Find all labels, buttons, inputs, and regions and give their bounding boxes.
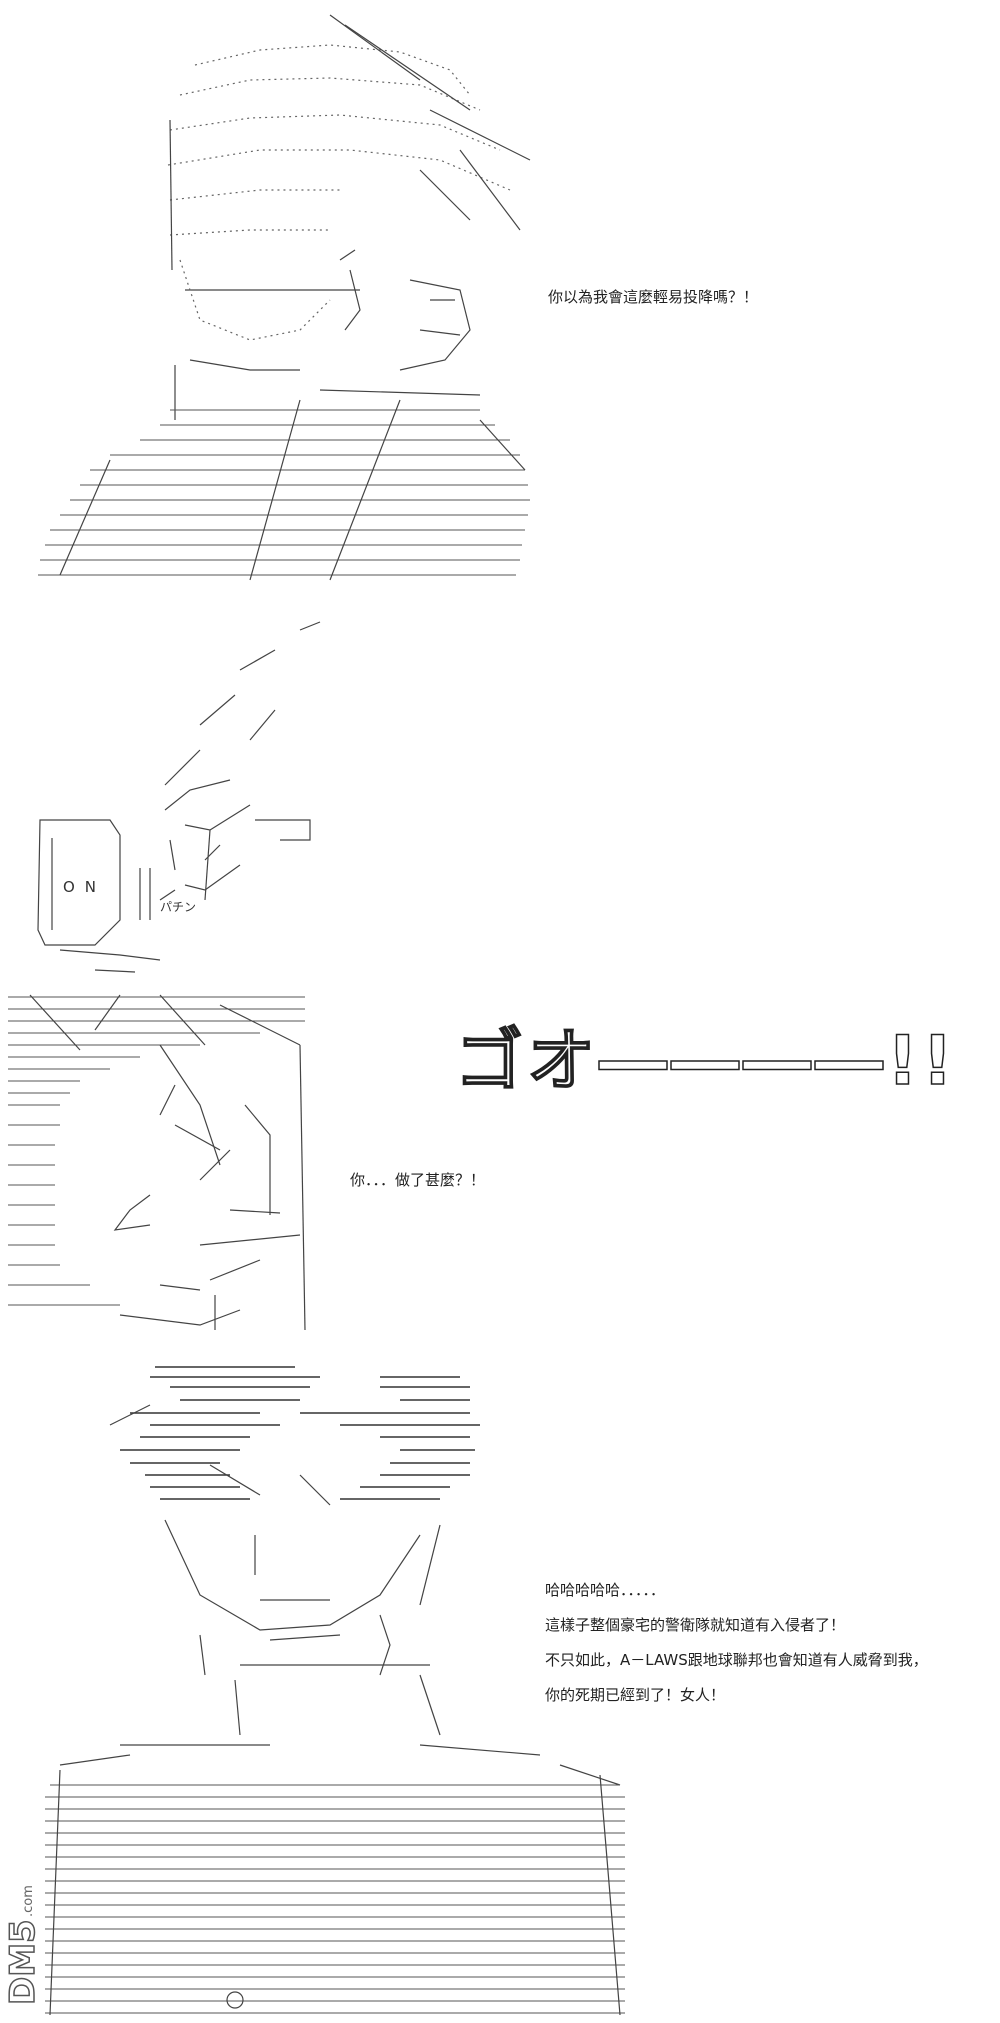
dialogue-line: 不只如此，A－LAWS跟地球聯邦也會知道有人威脅到我， [545,1651,928,1669]
dm5-watermark-logo: DM5 .com [2,1865,44,2015]
dialogue-line: 你的死期已經到了！女人！ [545,1686,726,1704]
panel-2: ON パチン [0,600,1000,980]
watermark-suffix-text: .com [21,1885,36,1917]
dialogue-line: 這樣子整個豪宅的警衛隊就知道有入侵者了！ [545,1616,846,1634]
panel-4: 哈哈哈哈哈．．．．． 這樣子整個豪宅的警衛隊就知道有入侵者了！ 不只如此，A－L… [0,1345,1000,2023]
panel-1: 你以為我會這麼輕易投降嗎？！ [0,0,1000,590]
dialogue-line: 你以為我會這麼輕易投降嗎？！ [548,288,759,306]
panel-3: ゴオ――――!! 你．．．做了甚麼？！ [0,985,1000,1340]
ascii-art-laughing-man [45,1366,625,2016]
ascii-art-man-thinking [38,14,531,581]
watermark-logo-text: DM5 [4,1919,43,2005]
ascii-art-hand-switch [37,621,321,973]
ascii-art-alarmed-face [8,994,306,1331]
dialogue-line: 哈哈哈哈哈．．．．． [545,1581,666,1599]
dialogue-line: 你．．．做了甚麼？！ [350,1171,486,1189]
sfx-roar: ゴオ――――!! [454,1021,958,1102]
dm5-logo-icon: DM5 .com [2,1885,44,2006]
switch-label: ON [63,878,107,896]
sfx-click: パチン [160,900,197,914]
